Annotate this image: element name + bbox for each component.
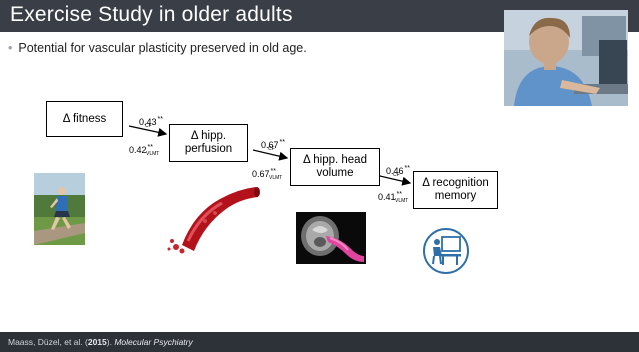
blood-vessel-image bbox=[160, 183, 260, 255]
runner-photo bbox=[34, 173, 85, 245]
coef-2-bottom-sub: VLMT bbox=[269, 174, 282, 183]
learning-person-icon bbox=[421, 226, 471, 276]
citation-year: 2015 bbox=[88, 337, 107, 347]
coef-3-bottom-sub: VLMT bbox=[395, 197, 408, 206]
citation: Maass, Düzel, et al. (2015). Molecular P… bbox=[8, 337, 193, 347]
brain-mri-image bbox=[296, 212, 366, 264]
citation-journal: Molecular Psychiatry bbox=[114, 337, 192, 347]
citation-authors: Maass, Düzel, et al. ( bbox=[8, 337, 88, 347]
coef-1-top-sub: CF bbox=[145, 122, 152, 131]
coef-3-top-sub: CF bbox=[393, 171, 400, 180]
coef-2-top-sub: CF bbox=[268, 145, 275, 154]
coef-1-bottom-sub: VLMT bbox=[146, 150, 159, 159]
footer-bar: Maass, Düzel, et al. (2015). Molecular P… bbox=[0, 332, 639, 352]
